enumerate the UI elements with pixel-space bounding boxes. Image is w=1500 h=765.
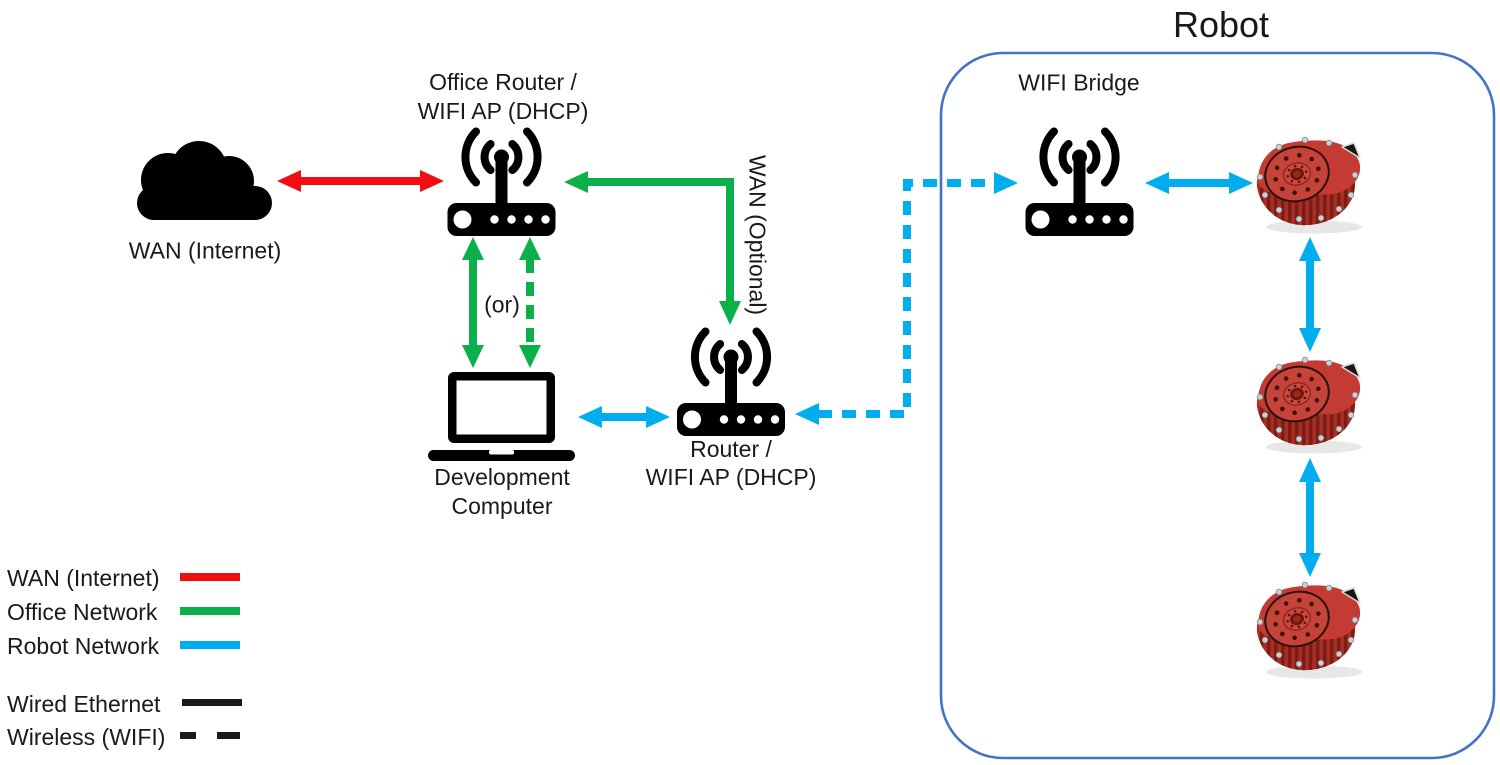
or-connection-label: (or) bbox=[484, 291, 520, 318]
legend-wireless-dash-1 bbox=[180, 732, 196, 739]
office-to-dev-wifi-link bbox=[519, 237, 541, 368]
wifi-bridge-icon bbox=[1026, 132, 1134, 237]
wan-internet-link bbox=[277, 170, 444, 192]
legend-label-robot-network: Robot Network bbox=[7, 633, 160, 659]
dev-computer-label-line1: Development bbox=[434, 464, 570, 490]
dev-to-lan-router-link bbox=[578, 406, 670, 428]
robot-actuator-2 bbox=[1257, 357, 1362, 453]
office-router-icon bbox=[448, 132, 556, 237]
legend-swatch-wan bbox=[180, 573, 240, 581]
laptop-icon bbox=[428, 372, 575, 461]
wan-optional-label: WAN (Optional) bbox=[744, 154, 771, 316]
robot-actuator-1 bbox=[1257, 137, 1362, 233]
legend-label-wan: WAN (Internet) bbox=[7, 565, 160, 591]
legend-label-office-network: Office Network bbox=[7, 599, 158, 625]
office-to-dev-wired-link bbox=[462, 237, 484, 368]
office-to-lan-router-link bbox=[564, 171, 741, 325]
wifi-bridge-label: WIFI Bridge bbox=[1018, 69, 1140, 96]
lan-router-icon bbox=[677, 332, 785, 437]
wan-cloud-label: WAN (Internet) bbox=[128, 237, 282, 264]
robot-boundary-box bbox=[939, 51, 1496, 760]
lan-router-label-line1: Router / bbox=[690, 436, 772, 462]
bridge-to-actuator1-link bbox=[1145, 172, 1253, 194]
robot-box-title: Robot bbox=[1172, 4, 1270, 45]
office-router-label-line1: Office Router / bbox=[429, 69, 577, 95]
lan-router-label: Router / WIFI AP (DHCP) bbox=[646, 435, 817, 491]
legend-swatch-robot-network bbox=[180, 641, 240, 649]
actuator2-to-actuator3-link bbox=[1299, 458, 1321, 577]
office-router-label-line2: WIFI AP (DHCP) bbox=[417, 98, 589, 124]
legend-swatch-wireless bbox=[180, 732, 240, 739]
legend-label-wired: Wired Ethernet bbox=[7, 691, 161, 717]
legend-wireless-dash-2 bbox=[217, 732, 240, 739]
dev-computer-label-line2: Computer bbox=[451, 493, 553, 519]
legend-swatch-office-network bbox=[180, 607, 240, 615]
legend-label-wireless: Wireless (WIFI) bbox=[7, 724, 166, 750]
lan-router-label-line2: WIFI AP (DHCP) bbox=[645, 464, 817, 490]
robot-actuator-3 bbox=[1257, 582, 1362, 678]
office-router-label: Office Router / WIFI AP (DHCP) bbox=[418, 68, 589, 126]
actuator1-to-actuator2-link bbox=[1299, 237, 1321, 352]
lan-router-to-bridge-wifi-link bbox=[795, 172, 1018, 425]
cloud-icon bbox=[137, 141, 272, 220]
legend-swatch-wired bbox=[182, 699, 242, 706]
dev-computer-label: Development Computer bbox=[434, 463, 570, 521]
